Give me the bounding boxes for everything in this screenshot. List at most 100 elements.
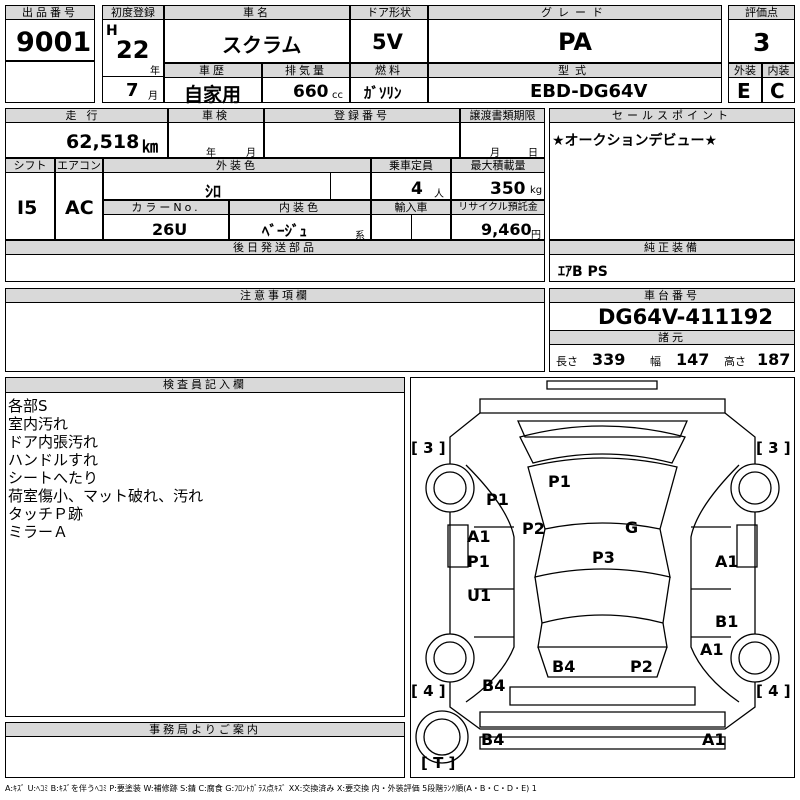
tire-front-right: [ 3 ] (756, 439, 791, 457)
inspector-line: ミラーＡ (8, 523, 69, 541)
damage-mark: B1 (715, 612, 739, 631)
genuine-value: ｴｱB PS (558, 264, 608, 280)
recycle-value: 9,460 (481, 220, 532, 239)
color-value: ｼﾛ (205, 182, 222, 201)
model-value: EBD-DG64V (530, 81, 648, 102)
import-label: 輸入車 (371, 200, 451, 215)
shift-value: I5 (17, 197, 38, 219)
regno-label: 登録番号 (264, 108, 460, 123)
legend-footer: A:ｷｽﾞ U:ﾍｺﾐ B:ｷｽﾞを伴うﾍｺﾐ P:要塗装 W:補修跡 S:錆 … (5, 784, 537, 793)
disp-label: 排気量 (262, 63, 350, 78)
reg-year-unit: 年 (150, 66, 160, 77)
genuine-label: 純正装備 (549, 240, 795, 255)
len-label: 長さ (556, 355, 578, 368)
inspector-line: ハンドルすれ (8, 451, 99, 469)
load-value: 350 (490, 179, 526, 199)
damage-mark: P2 (630, 657, 653, 676)
reg-box (102, 5, 164, 103)
shaken-month: 月 (246, 148, 256, 159)
office-label: 事務局よりご案内 (5, 722, 405, 737)
intcolor-label: 内装色 (229, 200, 371, 215)
tire-rear-right: [ 4 ] (756, 682, 791, 700)
transfer-month: 月 (490, 148, 500, 159)
cap-label: 乗車定員 (371, 158, 451, 173)
recycle-label: リサイクル預託金 (451, 200, 545, 215)
inspector-line: 室内汚れ (8, 415, 69, 433)
lot-label: 出品番号 (5, 5, 95, 20)
later-label: 後日発送部品 (5, 240, 545, 255)
ext-label: 外装 (728, 63, 762, 78)
grade-label: グレード (428, 5, 722, 20)
recycle-unit: 円 (531, 230, 541, 241)
load-unit: kg (530, 185, 543, 196)
fuel-label: 燃料 (350, 63, 428, 78)
inspector-line: タッチＰ跡 (8, 505, 84, 523)
damage-mark: A1 (467, 527, 491, 546)
ac-label: エアコン (55, 158, 103, 173)
hgt-value: 187 (757, 350, 791, 369)
diagram-box (410, 377, 795, 778)
load-label: 最大積載量 (451, 158, 545, 173)
history-label: 車歴 (164, 63, 262, 78)
damage-mark: P1 (486, 490, 509, 509)
reg-year: 22 (116, 36, 150, 64)
wid-value: 147 (676, 350, 710, 369)
ext-value: E (737, 79, 751, 103)
int-label: 内装 (762, 63, 795, 78)
reg-divider (102, 76, 164, 77)
reg-month-unit: 月 (148, 91, 158, 102)
name-label: 車名 (164, 5, 350, 20)
damage-mark: A1 (700, 640, 724, 659)
sales-box (549, 108, 795, 240)
transfer-label: 譲渡書類期限 (460, 108, 545, 123)
len-value: 339 (592, 350, 626, 369)
km-label: 走行 (5, 108, 168, 123)
inspector-line: 荷室傷小、マット破れ、汚れ (8, 487, 204, 505)
inspector-label: 検査員記入欄 (5, 377, 405, 393)
damage-mark: B4 (482, 676, 506, 695)
lot-number: 9001 (16, 27, 92, 58)
notes-label: 注意事項欄 (5, 288, 545, 303)
damage-mark: A1 (715, 552, 739, 571)
score-value: 3 (753, 28, 771, 57)
cap-value: 4 (411, 179, 423, 199)
shaken-label: 車検 (168, 108, 264, 123)
reg-month: 7 (126, 80, 139, 101)
colorno-label: カラーNo. (103, 200, 229, 215)
shaken-year: 年 (206, 148, 216, 159)
int-value: C (770, 79, 785, 103)
history-value: 自家用 (184, 84, 242, 106)
damage-mark: A1 (702, 730, 726, 749)
tire-front-left: [ 3 ] (411, 439, 446, 457)
inspector-line: シートへたり (8, 469, 99, 487)
model-label: 型式 (428, 63, 722, 78)
hgt-label: 高さ (724, 355, 746, 368)
ac-value: AC (65, 197, 94, 219)
disp-unit: cc (332, 90, 343, 101)
inspector-line: ドア内張汚れ (8, 433, 99, 451)
fuel-value: ｶﾞｿﾘﾝ (364, 84, 402, 102)
inspector-line: 各部S (8, 397, 48, 415)
dims-label: 諸元 (549, 330, 795, 345)
cap-unit: 人 (434, 189, 444, 200)
damage-mark: U1 (467, 586, 492, 605)
disp-value: 660 (293, 82, 329, 102)
reg-label: 初度登録 (102, 5, 164, 20)
wid-label: 幅 (650, 355, 661, 368)
colorno-value: 26U (152, 220, 188, 239)
damage-mark: P1 (467, 552, 490, 571)
km-value: 62,518 (66, 131, 140, 153)
tire-rear-left: [ 4 ] (411, 682, 446, 700)
color-label: 外装色 (103, 158, 371, 173)
damage-mark: P1 (548, 472, 571, 491)
reg-era: H (106, 23, 118, 39)
door-label: ドア形状 (350, 5, 428, 20)
car-diagram (415, 380, 780, 764)
intcolor-unit: 系 (355, 231, 365, 242)
score-label: 評価点 (728, 5, 795, 20)
car-name: スクラム (222, 33, 302, 57)
damage-mark: G (625, 518, 639, 537)
tire-spare: [ T ] (421, 754, 456, 772)
intcolor-value: ﾍﾞｰｼﾞｭ (262, 222, 308, 240)
import-divider (411, 215, 412, 240)
